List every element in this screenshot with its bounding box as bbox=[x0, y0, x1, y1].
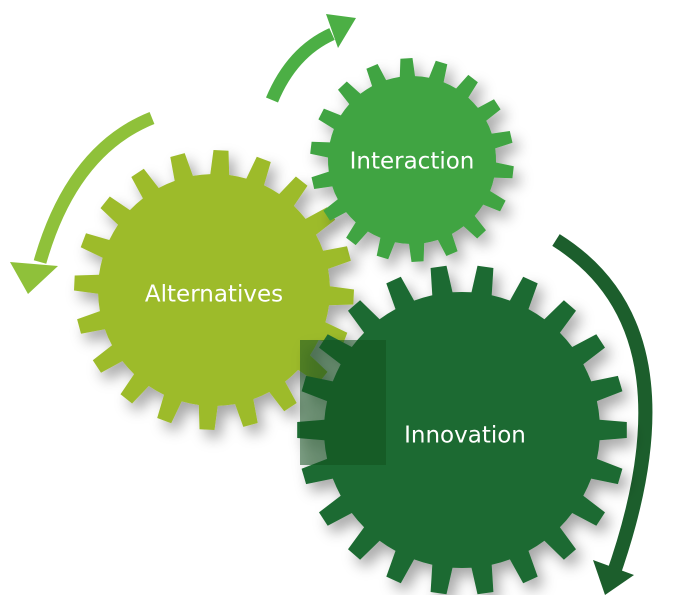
interaction-label: Interaction bbox=[350, 149, 475, 175]
interaction-gear: Interaction bbox=[310, 58, 514, 262]
alternatives-arrow bbox=[10, 111, 155, 294]
innovation-shade bbox=[300, 340, 386, 465]
interaction-arrow bbox=[266, 14, 356, 103]
alternatives-label: Alternatives bbox=[145, 282, 283, 308]
alternatives-gear: Alternatives bbox=[74, 150, 354, 430]
innovation-label: Innovation bbox=[404, 423, 526, 449]
innovation-gear: Innovation bbox=[297, 265, 627, 595]
innovation-arrow bbox=[552, 234, 653, 595]
